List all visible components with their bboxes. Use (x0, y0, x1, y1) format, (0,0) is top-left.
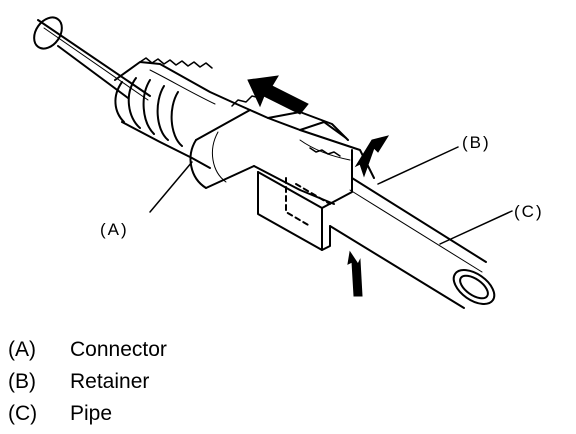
legend-label: Pipe (70, 402, 113, 425)
legend-code: (C) (8, 402, 38, 425)
legend-label: Retainer (70, 370, 150, 393)
leader-lines (149, 146, 513, 245)
press-arrow-top (354, 135, 390, 178)
right-pipe (329, 177, 496, 309)
callout-a: (A) (100, 220, 129, 239)
connector-assembly-diagram: (A) (B) (C) (33, 16, 544, 309)
connector-body (114, 57, 255, 189)
legend-code: (B) (8, 370, 36, 393)
legend-item-connector: (A) Connector (8, 336, 308, 364)
legend-code: (A) (8, 338, 36, 361)
legend-item-retainer: (B) Retainer (8, 368, 308, 396)
legend-item-pipe: (C) Pipe (8, 400, 308, 428)
legend-label: Connector (70, 338, 167, 361)
left-pipe (33, 16, 151, 101)
press-arrow-bottom (347, 250, 363, 297)
callout-b: (B) (462, 133, 491, 152)
pull-arrow (247, 75, 309, 115)
retainer (231, 95, 375, 251)
leader-line-b (377, 146, 459, 185)
callout-c: (C) (514, 202, 544, 221)
leader-line-a (149, 161, 193, 213)
leader-line-c (439, 210, 513, 245)
